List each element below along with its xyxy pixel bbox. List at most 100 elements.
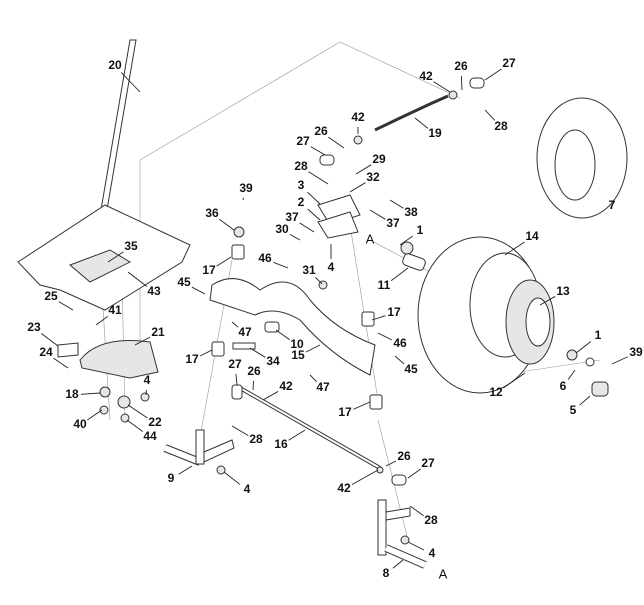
callout-leader-line — [40, 333, 59, 347]
callout-label: 4 — [429, 546, 436, 560]
callout-label: 27 — [228, 357, 242, 371]
callout-leader-line — [223, 471, 241, 485]
callout-label: 6 — [560, 379, 567, 393]
callout-leader-line — [262, 391, 279, 401]
callout-label: 4 — [328, 260, 335, 274]
front-axle — [209, 278, 376, 376]
reference-mark-a: A — [366, 231, 375, 246]
callout-leader-line — [399, 235, 413, 246]
callout-label: 14 — [525, 229, 539, 243]
callout-leader-line — [235, 373, 238, 386]
callout-label: 2 — [298, 195, 305, 209]
callout-label: 47 — [316, 380, 330, 394]
pivot-bracket — [317, 194, 361, 239]
callout-leader-line — [252, 380, 254, 391]
callout-label: 39 — [239, 181, 253, 195]
right-spindle — [377, 499, 427, 569]
callout-leader-line — [575, 341, 592, 354]
callout-label: 10 — [290, 337, 304, 351]
callout-leader-line — [199, 349, 213, 357]
callout-label: 27 — [296, 134, 310, 148]
callout-label: 43 — [147, 284, 161, 298]
callout-leader-line — [178, 465, 193, 475]
callout-label: 37 — [285, 210, 299, 224]
callout-leader-line — [355, 164, 372, 175]
callout-label: 8 — [383, 566, 390, 580]
callout-label: 28 — [249, 432, 263, 446]
drag-link — [374, 94, 449, 132]
callout-label: 11 — [378, 278, 391, 292]
callout-leader-line — [191, 286, 206, 295]
callout-leader-line — [289, 233, 301, 241]
reference-mark-a: A — [439, 566, 448, 581]
callout-leader-line — [407, 541, 425, 551]
callout-leader-line — [58, 301, 74, 311]
callout-leader-line — [305, 344, 321, 353]
callout-label: 28 — [294, 159, 308, 173]
callout-leader-line — [349, 182, 366, 193]
callout-label: 15 — [291, 348, 305, 362]
callout-leader-line — [307, 208, 321, 221]
callout-label: 17 — [202, 263, 216, 277]
callout-label: 1 — [595, 328, 602, 342]
callout-label: 27 — [421, 456, 435, 470]
callout-leader-line — [503, 372, 526, 389]
callout-label: 30 — [275, 222, 289, 236]
callout-leader-line — [407, 468, 421, 479]
callout-leader-line — [353, 401, 371, 410]
callout-leader-line — [219, 218, 235, 231]
callout-label: 23 — [27, 320, 41, 334]
callout-leader-line — [579, 395, 591, 406]
callout-leader-line — [216, 256, 232, 267]
tie-rod — [239, 386, 381, 470]
callout-label: 24 — [39, 345, 53, 359]
callout-label: 26 — [247, 364, 261, 378]
callout-leader-line — [504, 241, 525, 256]
callout-label: 25 — [44, 289, 58, 303]
callout-label: 34 — [266, 354, 280, 368]
callout-leader-line — [309, 374, 317, 382]
callout-leader-line — [308, 171, 329, 185]
callout-leader-line — [307, 191, 321, 205]
callout-label: 27 — [502, 56, 516, 70]
callout-leader-line — [389, 199, 404, 209]
callout-leader-line — [95, 315, 109, 326]
callout-label: 22 — [148, 415, 162, 429]
callout-leader-line — [231, 425, 249, 436]
callout-label: 18 — [65, 387, 79, 401]
callout-label: 4 — [244, 482, 251, 496]
callout-leader-line — [120, 72, 141, 93]
callout-label: 26 — [397, 449, 411, 463]
callout-label: 42 — [337, 481, 351, 495]
callout-leader-line — [231, 321, 239, 328]
callout-label: 26 — [314, 124, 328, 138]
callout-label: 13 — [556, 284, 570, 298]
callout-label: 42 — [279, 379, 293, 393]
callout-leader-line — [371, 315, 386, 321]
callout-label: 19 — [428, 126, 442, 140]
callout-leader-line — [351, 469, 379, 486]
callout-leader-line — [288, 429, 306, 441]
callout-label: 39 — [629, 345, 643, 359]
callout-leader-line — [369, 209, 386, 220]
small-hardware — [99, 77, 609, 545]
sector-gear — [57, 339, 159, 379]
callout-leader-line — [390, 267, 409, 281]
callout-label: 45 — [404, 362, 418, 376]
callout-label: 17 — [338, 405, 352, 419]
callout-leader-line — [127, 271, 148, 287]
callout-label: 9 — [168, 471, 175, 485]
left-spindle — [163, 429, 235, 466]
inner-tube — [536, 97, 628, 219]
callout-label: 3 — [298, 178, 305, 192]
callout-label: 44 — [143, 429, 157, 443]
callout-leader-line — [385, 460, 397, 467]
callout-label: 31 — [302, 263, 316, 277]
callout-leader-line — [275, 329, 290, 341]
callout-leader-line — [328, 136, 345, 149]
callout-label: 42 — [351, 110, 365, 124]
callout-leader-line — [484, 68, 502, 81]
callout-label: 37 — [386, 216, 400, 230]
front-tire — [417, 236, 555, 394]
